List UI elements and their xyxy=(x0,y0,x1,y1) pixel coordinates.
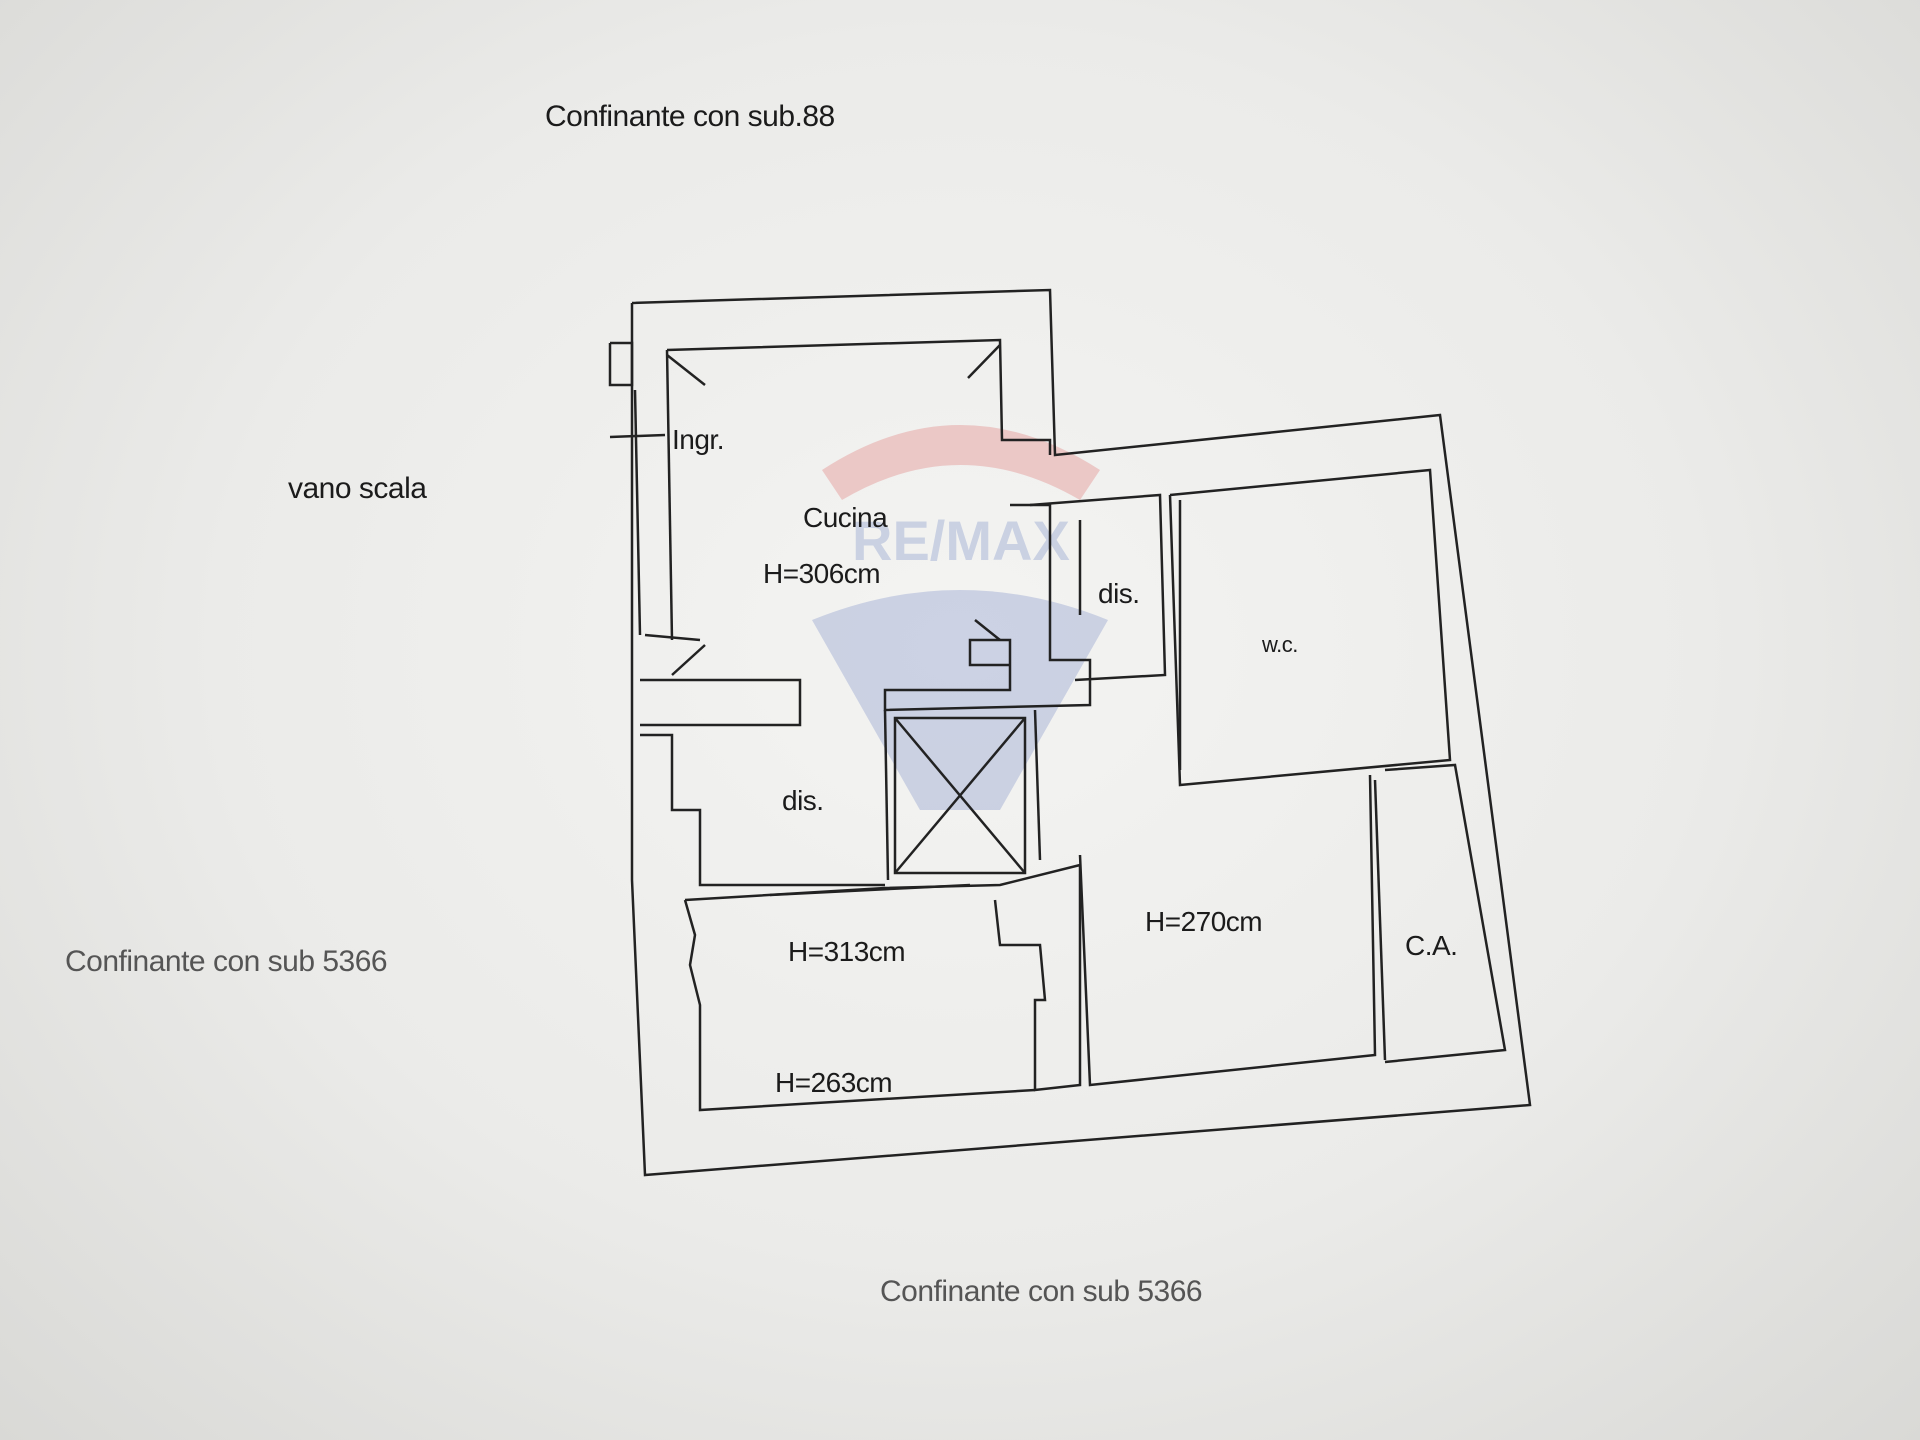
stairwell-void xyxy=(895,718,1025,873)
label-bathroom: w.c. xyxy=(1262,632,1298,657)
room-313-outline xyxy=(685,865,1080,1090)
label-kitchen: Cucina xyxy=(803,502,888,533)
door-swing-cucina xyxy=(968,345,1000,378)
kitchen-west-wall xyxy=(667,350,672,640)
label-hall-upper: dis. xyxy=(1098,578,1140,609)
room-270-divider xyxy=(1375,780,1385,1060)
stairwell-x2 xyxy=(895,718,1025,873)
corridor-upper xyxy=(640,680,800,725)
hall-wall xyxy=(885,505,1090,710)
watermark-balloon-body xyxy=(812,590,1108,810)
door-swing-dis xyxy=(975,620,1000,640)
dis-upper-room xyxy=(1030,495,1165,680)
label-room-270: H=270cm xyxy=(1145,906,1263,937)
label-entrance: Ingr. xyxy=(672,424,724,455)
entrance-tick xyxy=(610,435,665,437)
room-270-outline xyxy=(1080,775,1375,1085)
watermark-balloon-top xyxy=(822,425,1100,500)
corridor-stub xyxy=(645,635,700,640)
entrance-wall xyxy=(635,390,640,635)
label-left-neighbor: Confinante con sub 5366 xyxy=(65,945,388,978)
wc-outline xyxy=(1170,470,1450,785)
kitchen-outline xyxy=(667,340,1050,455)
room-263-outline xyxy=(685,900,1035,1110)
closet-outline xyxy=(1385,765,1505,1062)
label-bottom-neighbor: Confinante con sub 5366 xyxy=(880,1275,1203,1308)
outer-wall xyxy=(632,290,1530,1175)
watermark-text: RE/MAX xyxy=(852,509,1070,572)
label-top-neighbor: Confinante con sub.88 xyxy=(545,100,835,133)
label-kitchen-height: H=306cm xyxy=(763,558,881,589)
corridor-lower xyxy=(640,735,885,885)
label-room-263: H=263cm xyxy=(775,1067,893,1098)
door-swing-left xyxy=(672,645,705,675)
hall-post-left xyxy=(885,710,888,880)
label-room-313: H=313cm xyxy=(788,936,906,967)
label-closet: C.A. xyxy=(1405,930,1458,961)
inner-wall-top xyxy=(610,343,632,385)
label-hall-lower: dis. xyxy=(782,785,824,816)
door-swing-ingr xyxy=(667,355,705,385)
label-stairwell: vano scala xyxy=(288,472,427,505)
room-313-ticks xyxy=(770,885,970,895)
hall-post-right xyxy=(1035,710,1040,860)
